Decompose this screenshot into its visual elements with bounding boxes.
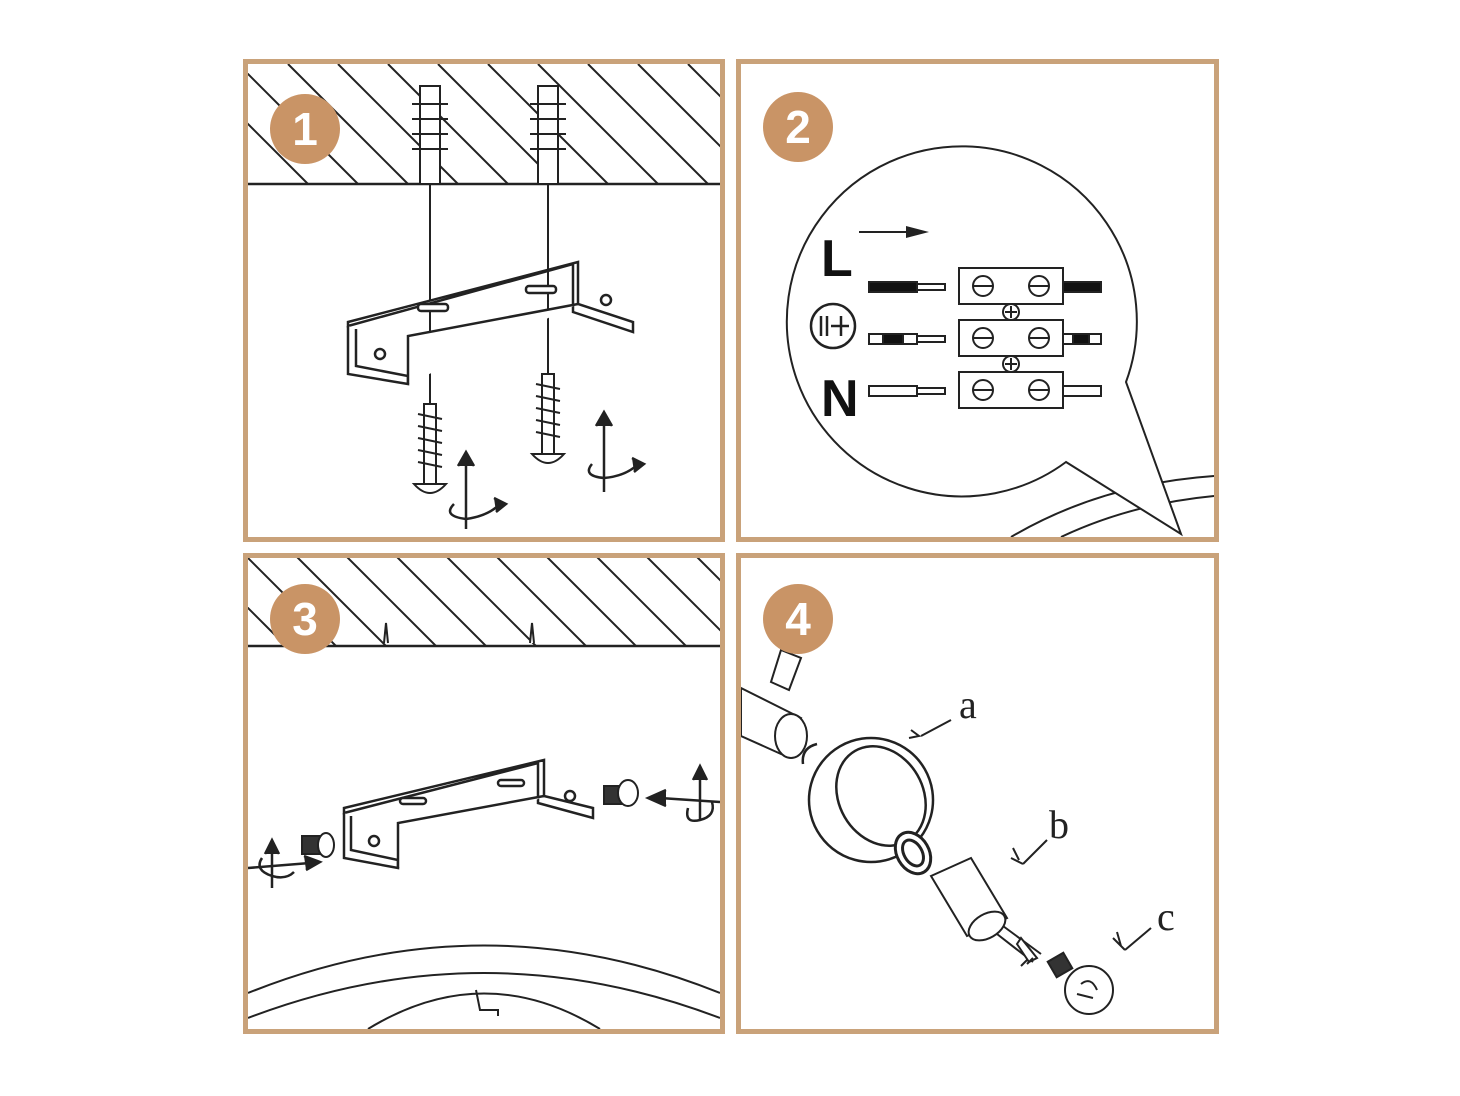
part-a-label: a [959, 682, 977, 727]
step-2-illustration: L N [785, 145, 1214, 537]
part-c-label: c [1157, 894, 1175, 939]
step-4-illustration: a b c [741, 648, 1175, 1015]
wall-plug-right [530, 85, 566, 185]
lamp-shade [801, 736, 935, 864]
mounting-bracket [346, 260, 635, 386]
bolt-right-icon [603, 779, 639, 807]
rotate-arrow-left-icon [248, 837, 323, 888]
screw-right [529, 373, 567, 464]
wire-live [868, 281, 1102, 293]
neutral-label: N [821, 370, 859, 428]
lamp-socket [929, 856, 1042, 967]
rotate-arrow-left-icon [448, 449, 509, 529]
terminal-block [958, 267, 1064, 409]
step-4-badge: 4 [763, 584, 833, 654]
live-label: L [821, 230, 853, 288]
step-3-panel: 3 [243, 553, 725, 1034]
shade-ring [893, 830, 933, 876]
wire-neutral [868, 385, 1102, 397]
light-bulb-icon [1046, 951, 1114, 1015]
rotate-arrow-right-icon [587, 409, 647, 492]
earth-ground-icon [809, 302, 857, 350]
step-1-illustration [248, 64, 720, 529]
step-1-panel: 1 [243, 59, 725, 542]
rotate-arrow-right-icon [644, 763, 720, 822]
step-2-panel: 2 L N [736, 59, 1219, 542]
step-4-panel: 4 [736, 553, 1219, 1034]
part-b-label: b [1049, 802, 1069, 847]
lamp-arm [741, 648, 808, 759]
step-1-badge: 1 [270, 94, 340, 164]
wall-plug-left [412, 85, 448, 185]
mounting-bracket [342, 758, 595, 870]
step-3-badge: 3 [270, 584, 340, 654]
step-2-badge: 2 [763, 92, 833, 162]
screw-left [411, 403, 449, 494]
direction-arrow-icon [859, 226, 929, 238]
bolt-left-icon [301, 832, 335, 858]
